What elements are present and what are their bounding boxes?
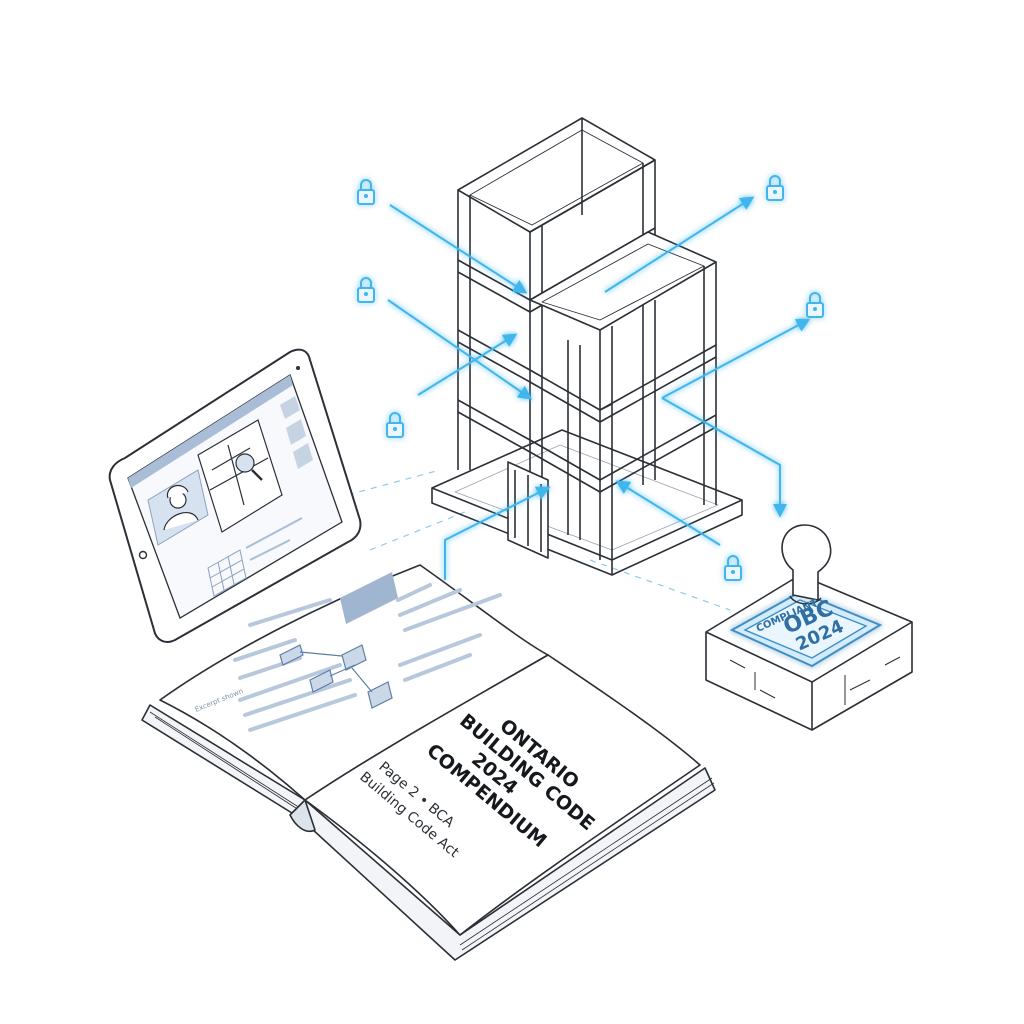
padlock-icon	[357, 179, 375, 205]
text-lines	[233, 583, 502, 732]
padlock-icon	[357, 277, 375, 303]
padlock-icon	[766, 175, 784, 201]
compliance-flow-arrows	[387, 196, 811, 580]
tablet-camera-icon	[296, 366, 300, 370]
dashed-connectors	[254, 469, 731, 611]
tablet-sidebar-tiles[interactable]	[280, 396, 313, 469]
figure-block	[340, 572, 398, 624]
tablet-grid-table	[207, 549, 247, 597]
inspector-avatar-icon	[147, 469, 209, 546]
magnifier-icon	[235, 453, 255, 473]
tablet-home-button[interactable]	[138, 550, 148, 560]
padlock-icon	[386, 412, 404, 438]
compliance-stamp[interactable]: COMPLIANT OBC 2024	[705, 524, 913, 731]
floor-plan-panel[interactable]	[197, 419, 283, 533]
building-frame[interactable]	[431, 117, 743, 576]
open-book[interactable]	[141, 564, 716, 961]
flowchart-diagram	[279, 644, 393, 709]
padlock-icon	[724, 555, 742, 581]
tablet-device[interactable]	[108, 348, 362, 643]
tablet-progress-lines	[245, 517, 303, 561]
padlock-icon	[806, 292, 824, 318]
